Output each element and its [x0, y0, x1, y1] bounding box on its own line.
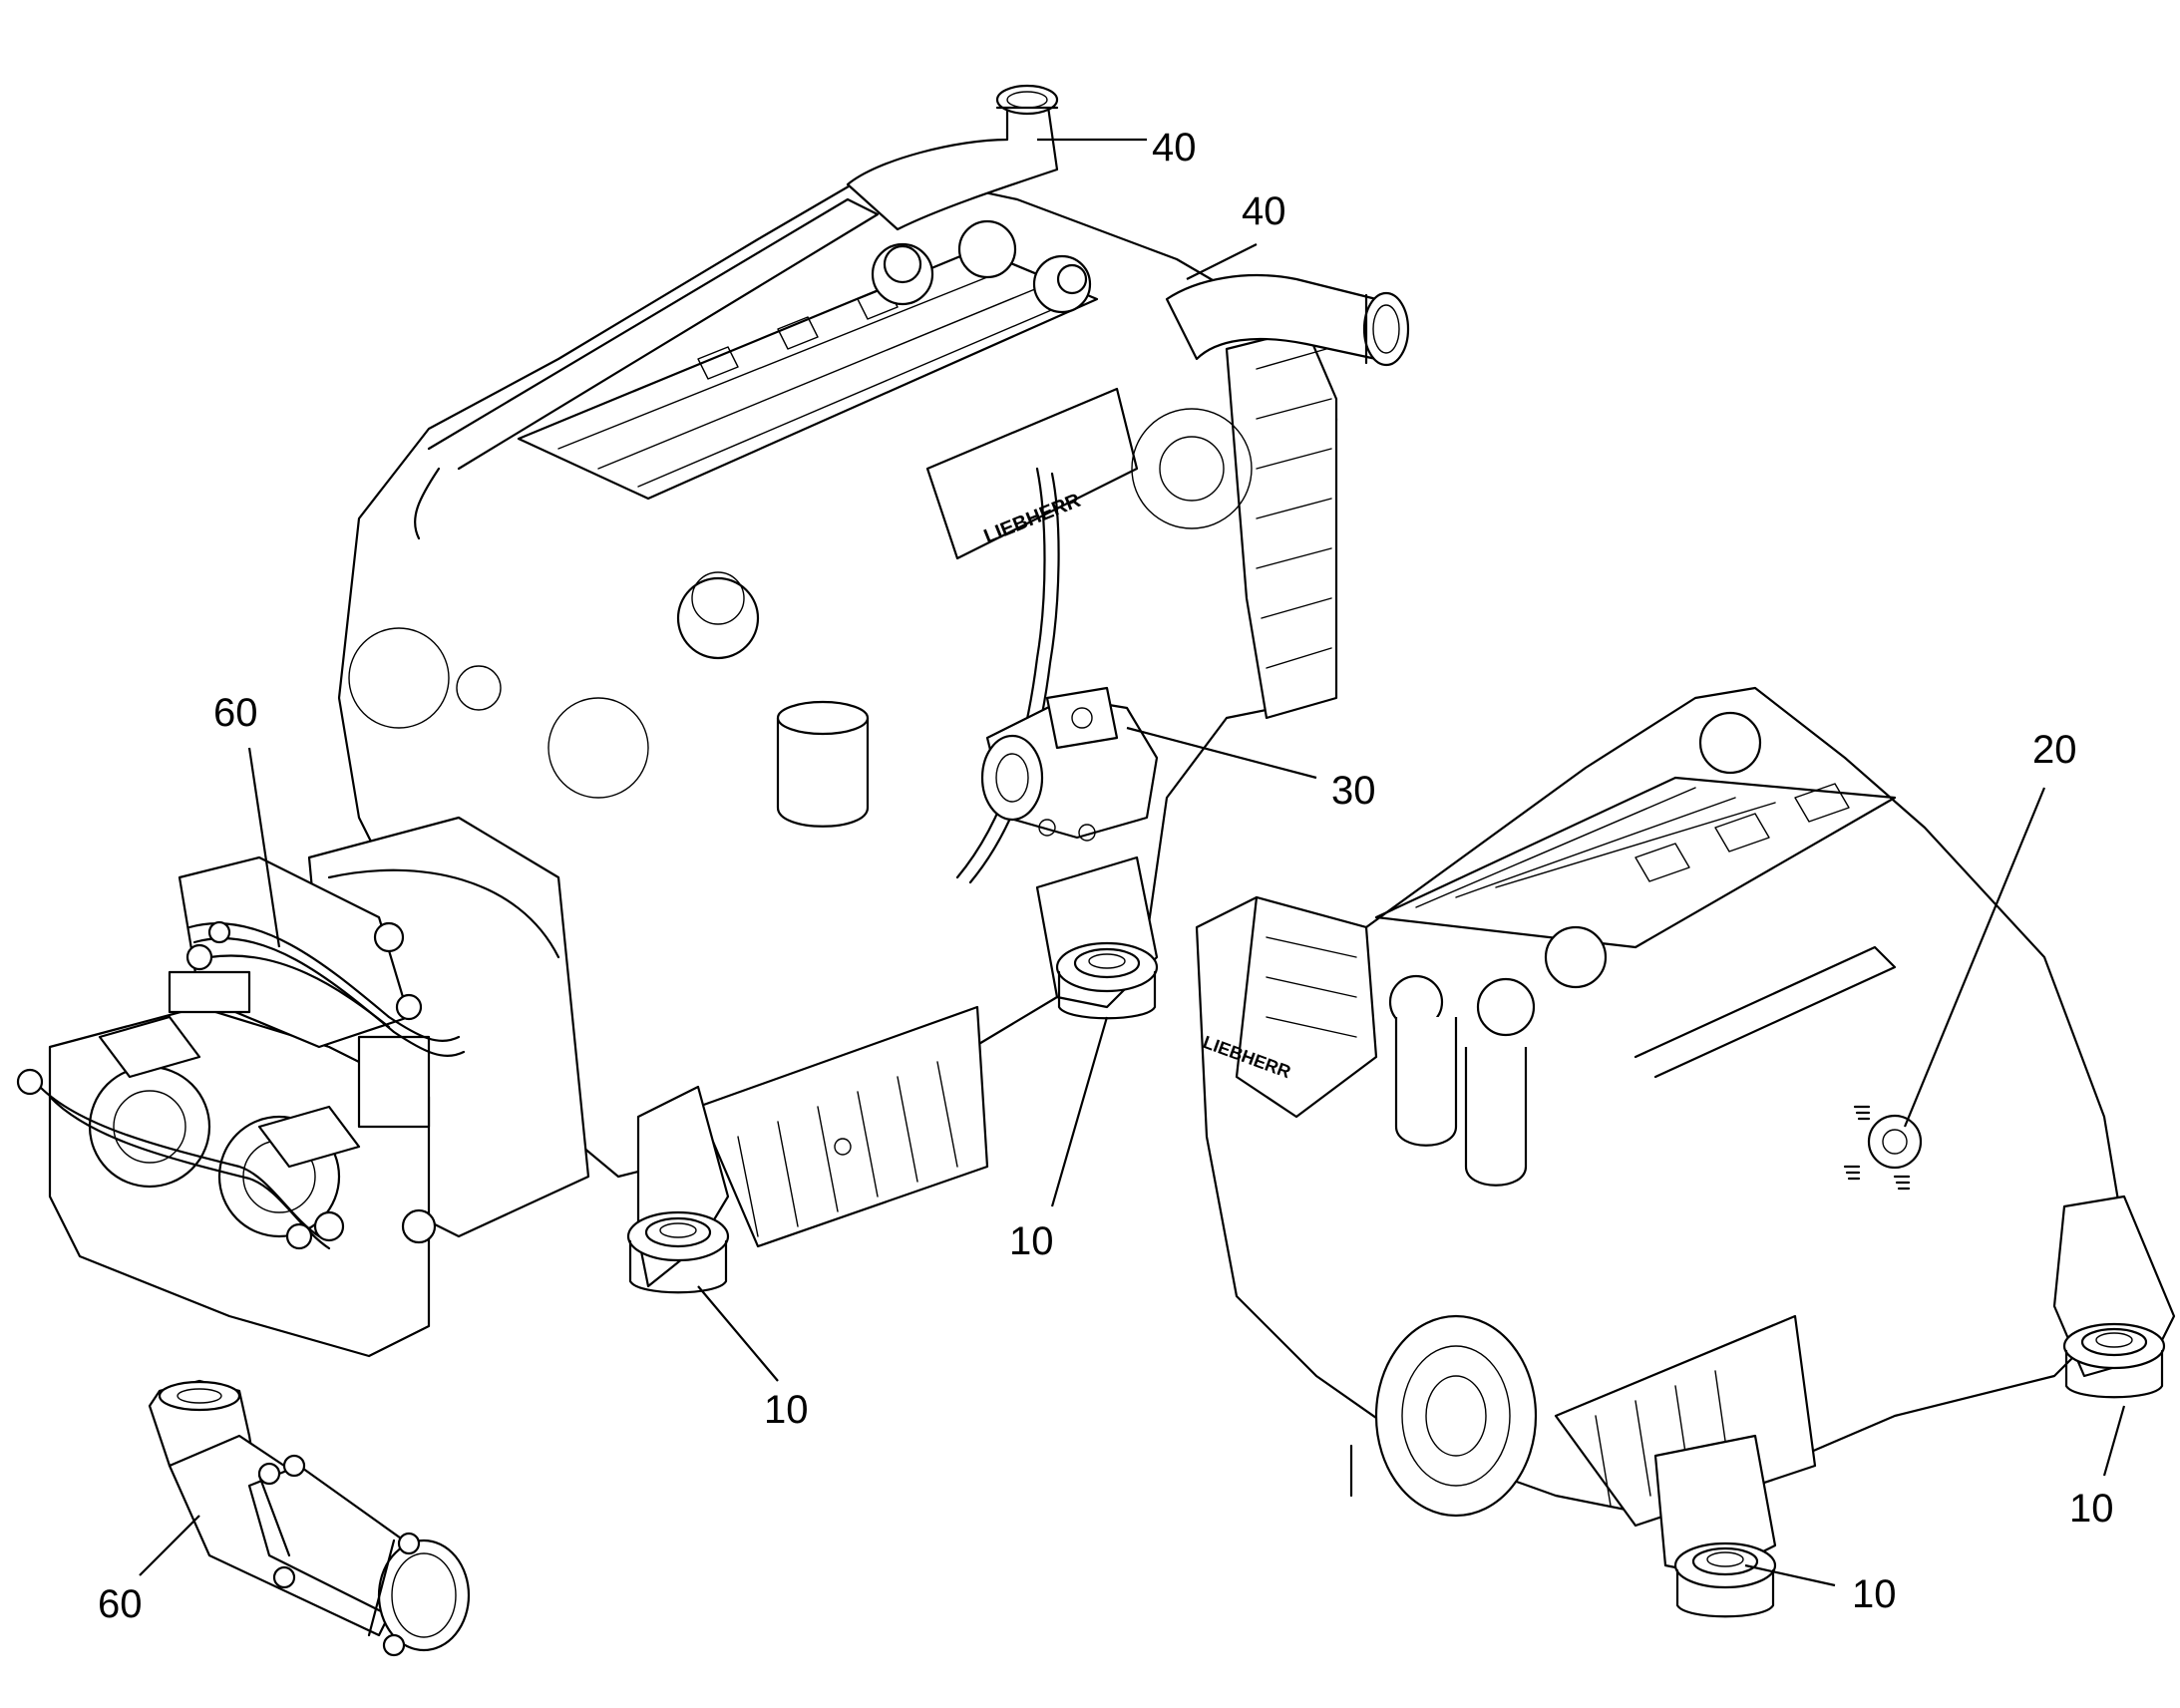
studs-20 — [1843, 1105, 1923, 1191]
callout-labels: 40 40 60 30 20 10 10 10 10 60 — [98, 126, 2114, 1626]
leader-10-a — [1050, 1016, 1109, 1207]
engine-mount-left-front — [626, 1085, 730, 1294]
callout-60-lower: 60 — [98, 1582, 143, 1626]
leader-60-lower — [139, 1515, 200, 1576]
callout-40-right: 40 — [1242, 189, 1286, 233]
charge-air-pipe-top — [846, 84, 1059, 231]
callout-leaders — [139, 138, 2126, 1587]
engine-mount-right-rear — [2052, 1195, 2176, 1399]
callout-10-b: 10 — [764, 1388, 809, 1432]
callout-10-d: 10 — [1852, 1572, 1897, 1616]
engine-mount-right-front — [1653, 1434, 1777, 1618]
right-engine: LIEBHERR — [1195, 686, 2136, 1528]
charge-air-pipe-right — [1165, 273, 1410, 367]
hydraulic-pump-30 — [980, 686, 1159, 842]
leader-60-upper — [247, 747, 281, 948]
callout-20: 20 — [2032, 728, 2077, 772]
leader-40-right — [1186, 243, 1258, 280]
callout-30: 30 — [1331, 769, 1376, 813]
engine-mount-left-rear — [1035, 855, 1159, 1020]
pump-unit-with-hoses — [16, 855, 466, 1358]
leader-20 — [1903, 787, 2046, 1128]
leader-10-c — [2102, 1405, 2126, 1477]
callout-60-upper: 60 — [213, 691, 258, 735]
callout-10-a: 10 — [1009, 1219, 1054, 1263]
callout-40-top: 40 — [1152, 126, 1197, 170]
leader-10-b — [697, 1285, 779, 1382]
callout-10-c: 10 — [2069, 1487, 2114, 1531]
leader-10-d — [1744, 1563, 1836, 1587]
leader-30 — [1126, 726, 1317, 780]
clamp-tube-part-60 — [148, 1379, 471, 1657]
